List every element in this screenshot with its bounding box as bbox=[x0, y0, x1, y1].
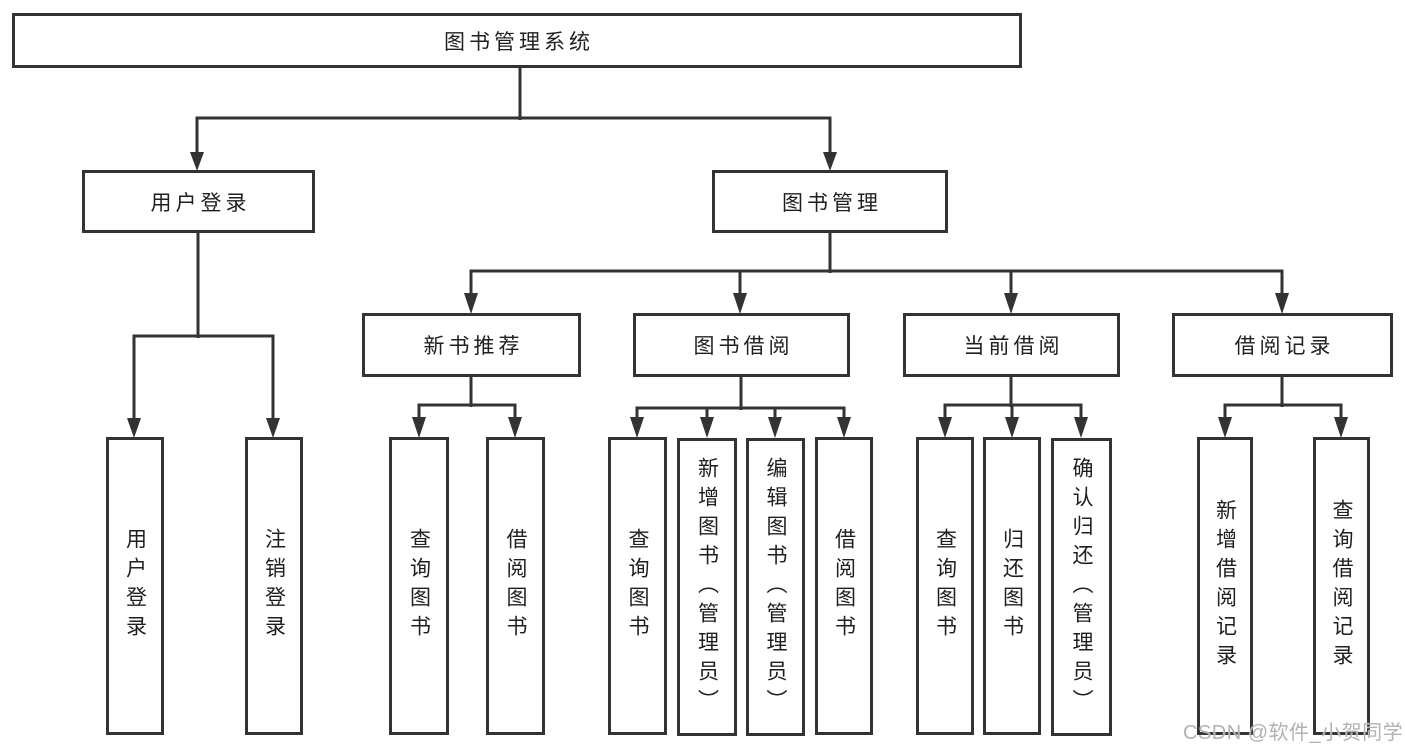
node-root: 图书管理系统 bbox=[12, 13, 1022, 68]
arrowhead-down-icon bbox=[508, 417, 522, 438]
arrowhead-down-icon bbox=[464, 293, 478, 314]
leaf-current-query-book-label: 查询图书 bbox=[933, 528, 957, 644]
leaf-user-login: 用户登录 bbox=[106, 437, 164, 735]
arrowhead-down-icon bbox=[938, 417, 952, 438]
node-new-book-rec-label: 新书推荐 bbox=[423, 335, 524, 358]
leaf-add-book-admin-label: 新增图书（管理员） bbox=[695, 456, 719, 718]
leaf-add-borrow-record-label: 新增借阅记录 bbox=[1213, 499, 1237, 673]
arrowhead-down-icon bbox=[733, 293, 747, 314]
connector-book-borrow-children bbox=[630, 377, 851, 438]
connector-book-mgmt-to-level3 bbox=[464, 233, 1289, 314]
node-user-login-label: 用户登录 bbox=[150, 191, 251, 215]
leaf-borrow-book: 借阅图书 bbox=[815, 437, 873, 735]
leaf-newrec-borrow-book-label: 借阅图书 bbox=[504, 528, 527, 644]
arrowhead-down-icon bbox=[1334, 417, 1348, 438]
arrowhead-down-icon bbox=[700, 417, 714, 438]
arrowhead-down-icon bbox=[266, 418, 280, 438]
arrowhead-down-icon bbox=[630, 417, 644, 438]
node-book-borrow: 图书借阅 bbox=[633, 313, 850, 377]
leaf-query-borrow-record: 查询借阅记录 bbox=[1313, 437, 1370, 735]
connector-root-to-level2 bbox=[190, 68, 837, 171]
connector-new-book-children bbox=[412, 377, 522, 438]
leaf-newrec-query-book-label: 查询图书 bbox=[407, 528, 431, 644]
csdn-watermark: CSDN @软件_小贺同学 bbox=[1183, 722, 1404, 744]
arrowhead-down-icon bbox=[190, 152, 204, 171]
arrowhead-down-icon bbox=[1074, 417, 1088, 438]
node-borrow-records-label: 借阅记录 bbox=[1234, 335, 1335, 358]
leaf-newrec-query-book: 查询图书 bbox=[389, 437, 449, 735]
leaf-logout-label: 注销登录 bbox=[262, 528, 286, 644]
leaf-borrow-query-book-label: 查询图书 bbox=[626, 528, 649, 644]
arrowhead-down-icon bbox=[837, 417, 851, 438]
leaf-user-login-label: 用户登录 bbox=[123, 528, 147, 644]
node-book-borrow-label: 图书借阅 bbox=[693, 335, 794, 358]
connector-borrow-records-children bbox=[1218, 377, 1348, 438]
leaf-return-book: 归还图书 bbox=[983, 437, 1041, 735]
leaf-return-book-label: 归还图书 bbox=[1000, 528, 1024, 644]
node-book-mgmt-label: 图书管理 bbox=[782, 191, 882, 215]
node-borrow-records: 借阅记录 bbox=[1172, 313, 1393, 377]
arrowhead-down-icon bbox=[1275, 293, 1289, 314]
leaf-logout: 注销登录 bbox=[245, 437, 303, 735]
node-root-label: 图书管理系统 bbox=[444, 30, 594, 54]
leaf-confirm-return-admin-label: 确认归还（管理员） bbox=[1070, 456, 1093, 718]
leaf-newrec-borrow-book: 借阅图书 bbox=[486, 437, 545, 735]
leaf-current-query-book: 查询图书 bbox=[916, 437, 974, 735]
arrowhead-down-icon bbox=[127, 418, 141, 438]
arrowhead-down-icon bbox=[1218, 417, 1232, 438]
arrowhead-down-icon bbox=[1005, 417, 1019, 438]
leaf-borrow-query-book: 查询图书 bbox=[608, 437, 667, 735]
connector-current-borrow-children bbox=[938, 377, 1088, 438]
arrowhead-down-icon bbox=[412, 417, 426, 438]
leaf-confirm-return-admin: 确认归还（管理员） bbox=[1051, 438, 1112, 736]
connector-user-login-children bbox=[127, 233, 280, 438]
leaf-add-borrow-record: 新增借阅记录 bbox=[1197, 437, 1253, 735]
arrowhead-down-icon bbox=[768, 417, 782, 438]
node-new-book-rec: 新书推荐 bbox=[362, 313, 581, 377]
leaf-query-borrow-record-label: 查询借阅记录 bbox=[1330, 499, 1353, 673]
node-current-borrow-label: 当前借阅 bbox=[963, 335, 1064, 358]
arrowhead-down-icon bbox=[1004, 293, 1018, 314]
leaf-add-book-admin: 新增图书（管理员） bbox=[677, 438, 737, 736]
leaf-edit-book-admin-label: 编辑图书（管理员） bbox=[764, 456, 787, 718]
leaf-borrow-book-label: 借阅图书 bbox=[832, 528, 856, 644]
node-book-mgmt: 图书管理 bbox=[712, 170, 948, 233]
leaf-edit-book-admin: 编辑图书（管理员） bbox=[746, 438, 805, 736]
node-current-borrow: 当前借阅 bbox=[903, 313, 1120, 377]
arrowhead-down-icon bbox=[823, 152, 837, 171]
node-user-login: 用户登录 bbox=[82, 170, 315, 233]
